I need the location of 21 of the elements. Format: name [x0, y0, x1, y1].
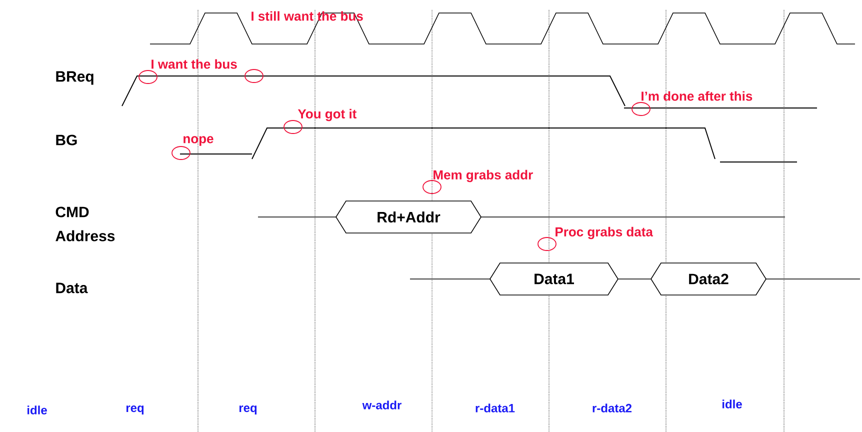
- phase-label: req: [126, 406, 144, 414]
- annotation-text: I want the bus: [152, 59, 237, 69]
- bus-value-hexagon: Data2: [650, 262, 766, 296]
- phase-label: w-addr: [362, 400, 402, 410]
- phase-label: idle: [28, 406, 47, 414]
- phase-label: r-data2: [592, 404, 632, 412]
- phase-label: req: [239, 406, 257, 414]
- signal-name: BReq: [56, 71, 94, 85]
- bus-value-hexagon: Rd+Addr: [336, 200, 482, 234]
- signal-name: BG: [56, 134, 77, 146]
- phase-label: idle: [722, 400, 742, 408]
- phase-label: r-data1: [476, 404, 515, 412]
- annotation-text: I’m done after this: [642, 91, 752, 101]
- annotation-text: nope: [184, 136, 214, 146]
- bus-value-hexagon: Data1: [490, 262, 618, 296]
- annotation-text: You got it: [298, 108, 357, 122]
- signal-name: Data: [56, 282, 88, 294]
- annotation-text: Proc grabs data: [556, 226, 654, 240]
- signal-name: CMD Address: [56, 206, 115, 242]
- bus-line: [618, 278, 652, 280]
- annotation-text: Mem grabs addr: [434, 170, 533, 182]
